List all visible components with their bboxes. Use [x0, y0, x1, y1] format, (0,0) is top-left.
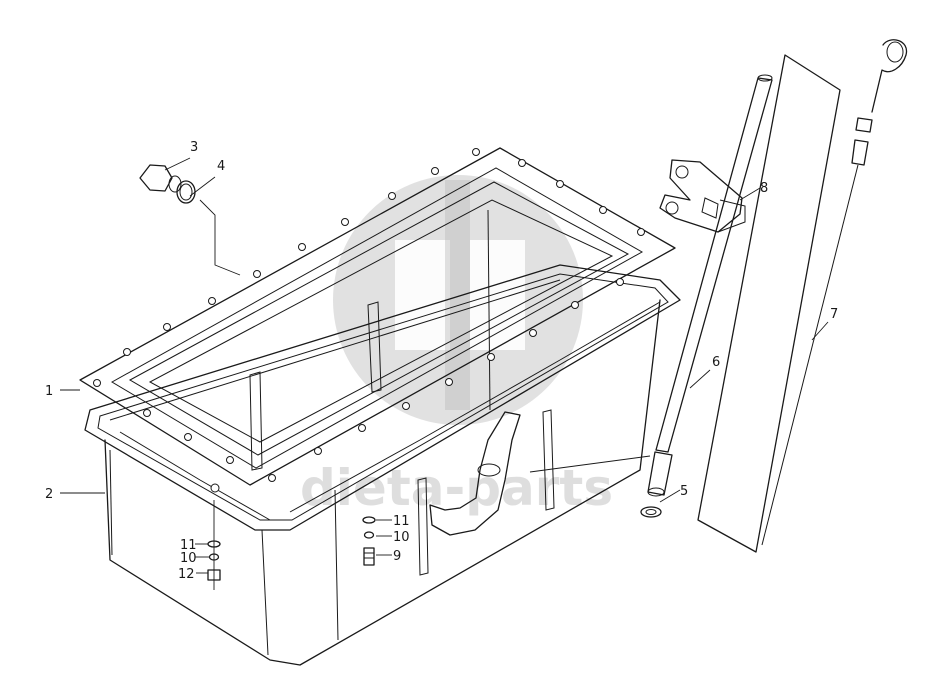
fastener-stack-left	[207, 500, 221, 590]
callout-10-left: 10	[180, 551, 197, 566]
fastener-stack-right	[362, 516, 376, 566]
callout-11-right: 11	[393, 514, 410, 529]
callout-12: 12	[178, 567, 195, 582]
callout-1: 1	[45, 384, 53, 399]
callout-10-right: 10	[393, 530, 410, 545]
callout-labels: 1 2 3 4 5 6 7 8 9 10 10 11 11 12	[45, 140, 838, 582]
drain-plug-washer	[176, 180, 196, 204]
gd-logo-watermark	[333, 175, 583, 425]
callout-8: 8	[760, 181, 768, 196]
callout-3: 3	[190, 140, 198, 155]
callout-9: 9	[393, 549, 401, 564]
callout-4: 4	[217, 159, 225, 174]
callout-5: 5	[680, 484, 688, 499]
leader-lines	[60, 157, 829, 574]
gasket	[79, 147, 676, 486]
callout-7: 7	[830, 307, 838, 322]
gasket-bolt-holes	[93, 148, 645, 493]
callout-11-left: 11	[180, 538, 197, 553]
tube-bracket	[659, 159, 746, 233]
dipstick-seal-ring	[640, 506, 662, 518]
callout-2: 2	[45, 487, 53, 502]
oil-pan	[84, 209, 681, 666]
dipstick	[697, 39, 908, 553]
watermark-text: dieta-parts	[300, 459, 613, 517]
dipstick-guide-tube	[647, 74, 773, 497]
drain-plug	[139, 164, 182, 193]
callout-6: 6	[712, 355, 720, 370]
